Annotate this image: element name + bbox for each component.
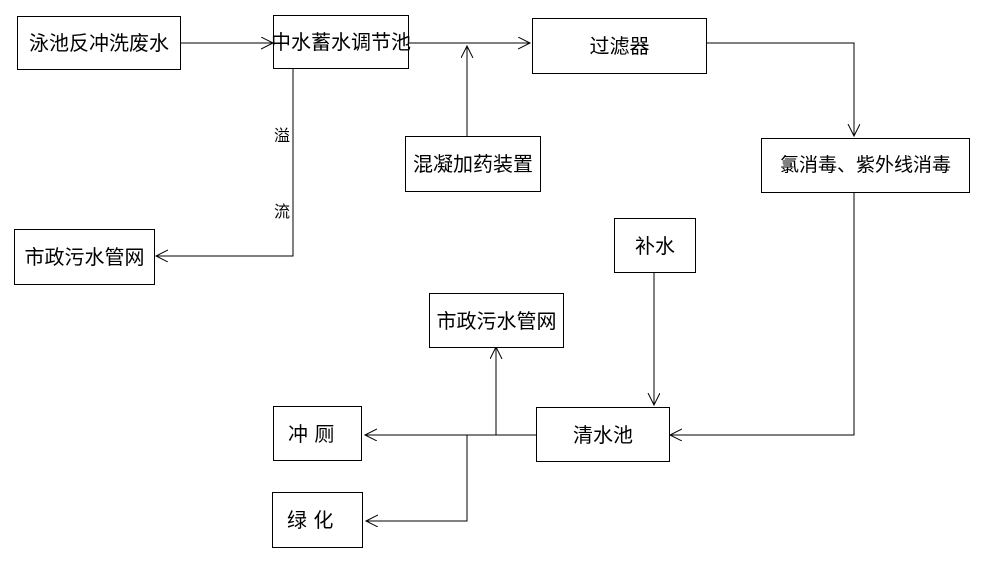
overflow-label-char-2: 流 <box>274 202 291 221</box>
edge-disinfection-to-clear-water-tank <box>670 193 855 435</box>
node-municipal-sewer-bottom: 市政污水管网 <box>429 293 564 348</box>
node-makeup-water: 补水 <box>614 218 696 273</box>
edge-filter-to-disinfection <box>707 42 854 136</box>
node-municipal-sewer-top-label: 市政污水管网 <box>24 245 145 269</box>
node-clear-water-tank-label: 清水池 <box>573 422 633 447</box>
node-disinfection-label: 氯消毒、紫外线消毒 <box>779 154 951 176</box>
node-makeup-water-label: 补水 <box>635 233 675 258</box>
edge-branch-to-greening <box>366 435 468 521</box>
node-municipal-sewer-top: 市政污水管网 <box>14 229 155 285</box>
node-toilet-flushing: 冲 厕 <box>273 406 362 461</box>
node-coagulant-dosing-device: 混凝加药装置 <box>405 136 541 192</box>
node-reclaimed-water-tank-label: 中水蓄水调节池 <box>271 30 411 54</box>
node-filter-label: 过滤器 <box>589 34 650 58</box>
node-greening-label: 绿 化 <box>287 508 334 532</box>
node-coagulant-dosing-device-label: 混凝加药装置 <box>413 152 533 176</box>
node-toilet-flushing-label: 冲 厕 <box>288 421 335 446</box>
node-reclaimed-water-tank: 中水蓄水调节池 <box>271 15 411 69</box>
node-pool-backwash-water-label: 泳池反冲洗废水 <box>29 31 169 55</box>
edge-overflow-to-municipal-sewer <box>156 69 294 256</box>
overflow-label-char-1: 溢 <box>274 126 291 145</box>
node-filter: 过滤器 <box>532 18 707 74</box>
node-greening: 绿 化 <box>272 492 363 548</box>
node-clear-water-tank: 清水池 <box>536 407 670 462</box>
node-pool-backwash-water: 泳池反冲洗废水 <box>17 16 181 70</box>
node-municipal-sewer-bottom-label: 市政污水管网 <box>436 308 557 333</box>
node-disinfection: 氯消毒、紫外线消毒 <box>761 138 970 193</box>
